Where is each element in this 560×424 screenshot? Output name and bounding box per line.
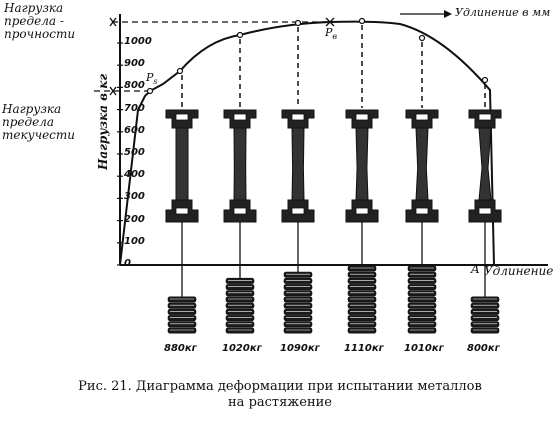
specimen-3 — [281, 27, 315, 334]
specimen-2 — [223, 39, 257, 334]
figure-caption: Рис. 21. Диаграмма деформации при испыта… — [0, 379, 560, 411]
yield-label-2: предела — [2, 115, 55, 129]
y-tick-label: 800 — [124, 80, 145, 92]
specimen-4 — [345, 25, 379, 334]
caption-line-2: на растяжение — [228, 395, 332, 410]
caption-line-1: Рис. 21. Диаграмма деформации при испыта… — [78, 379, 482, 394]
x-top-label: Удлинение в мм — [455, 6, 551, 19]
y-tick-label: 0 — [124, 258, 131, 269]
y-tick-label: 200 — [124, 213, 145, 225]
ultimate-label-3: прочности — [4, 27, 76, 41]
ultimate-label-1: Нагрузка — [4, 1, 64, 15]
y-tick-label: 900 — [124, 58, 145, 70]
stress-strain-curve — [119, 20, 495, 266]
weight-label: 1090кг — [280, 343, 320, 354]
point-ps-label: Ps — [146, 71, 158, 87]
x-bottom-label: Удлинение — [484, 264, 554, 278]
y-tick-label: 600 — [124, 124, 145, 136]
weight-label: 880кг — [164, 343, 197, 354]
y-tick-label: 100 — [124, 235, 145, 247]
y-tick-label: 500 — [124, 147, 145, 158]
specimen-1 — [165, 75, 199, 334]
point-pb-label: Pв — [325, 26, 338, 42]
point-a-label: A — [471, 262, 480, 276]
weight-label: 1110кг — [344, 343, 384, 354]
weight-label: 1020кг — [222, 343, 262, 354]
y-tick-label: 1000 — [124, 36, 152, 47]
specimen-5 — [405, 42, 439, 334]
y-tick-label: 300 — [124, 191, 145, 203]
specimen-6 — [468, 84, 502, 334]
y-axis-label: Нагрузка в кг — [96, 73, 110, 170]
yield-label-3: текучести — [2, 128, 76, 142]
ultimate-label-2: предела - — [4, 14, 64, 28]
y-tick-label: 700 — [124, 102, 145, 114]
weight-label: 800кг — [467, 343, 500, 354]
y-tick-label: 400 — [124, 169, 145, 181]
weight-label: 1010кг — [404, 343, 444, 354]
yield-label-1: Нагрузка — [2, 102, 62, 116]
